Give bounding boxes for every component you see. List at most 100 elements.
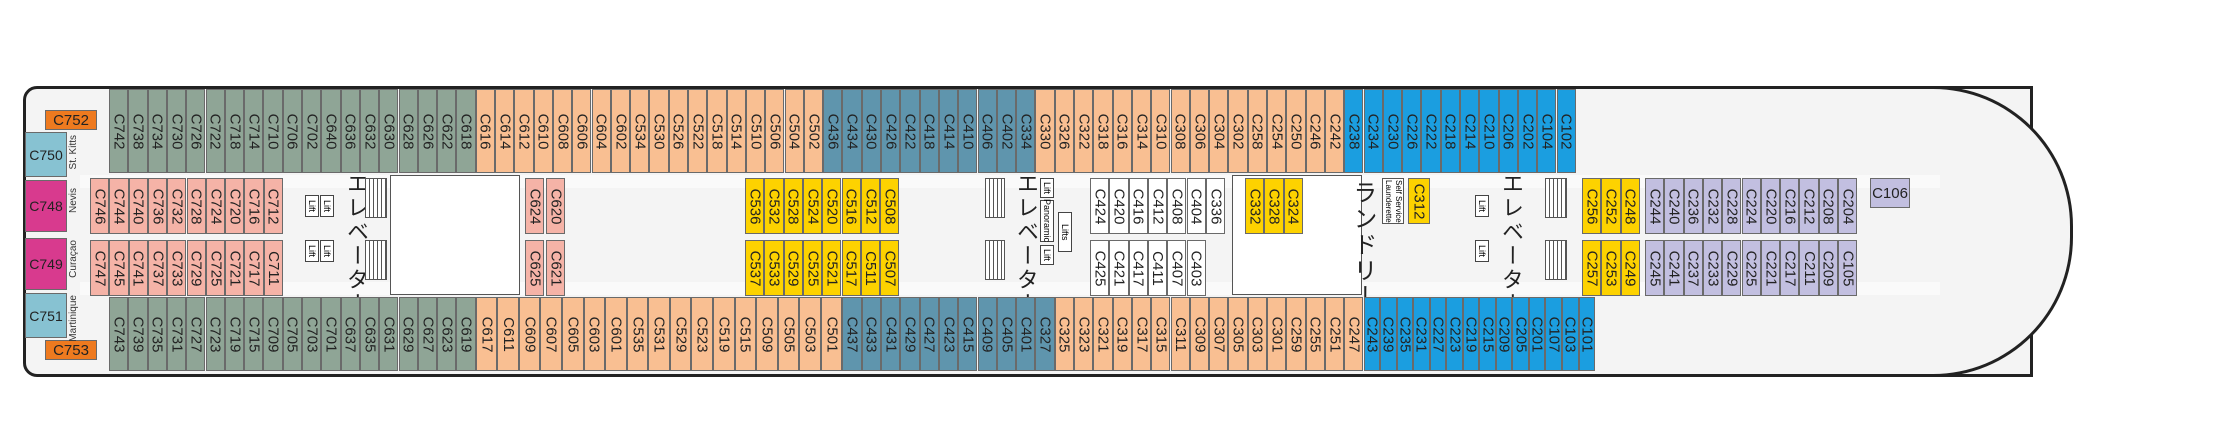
cabin-c325[interactable]: C325 [1054,297,1074,371]
cabin-c535[interactable]: C535 [626,297,649,371]
cabin-c249[interactable]: C249 [1620,240,1640,296]
cabin-c427[interactable]: C427 [919,297,939,371]
cabin-c328[interactable]: C328 [1264,178,1284,234]
cabin-c258[interactable]: C258 [1247,89,1267,173]
cabin-c717[interactable]: C717 [244,240,264,296]
cabin-c210[interactable]: C210 [1479,89,1499,173]
cabin-c524[interactable]: C524 [802,178,823,234]
cabin-c640[interactable]: C640 [321,89,341,173]
cabin-c721[interactable]: C721 [225,240,245,296]
cabin-c712[interactable]: C712 [263,178,283,234]
cabin-c749[interactable]: C749 [25,238,67,290]
cabin-c401[interactable]: C401 [1016,297,1036,371]
cabin-c601[interactable]: C601 [605,297,627,371]
cabin-c719[interactable]: C719 [224,297,245,371]
cabin-c407[interactable]: C407 [1167,240,1187,296]
cabin-c319[interactable]: C319 [1112,297,1132,371]
cabin-c101[interactable]: C101 [1578,297,1596,371]
cabin-c623[interactable]: C623 [437,297,457,371]
cabin-c609[interactable]: C609 [518,297,541,371]
cabin-c103[interactable]: C103 [1562,297,1579,371]
cabin-c437[interactable]: C437 [842,297,862,371]
cabin-c243[interactable]: C243 [1363,297,1381,371]
cabin-c245[interactable]: C245 [1645,240,1665,296]
cabin-c742[interactable]: C742 [109,89,129,173]
cabin-c256[interactable]: C256 [1582,178,1602,234]
cabin-c610[interactable]: C610 [533,89,553,173]
cabin-c505[interactable]: C505 [777,297,800,371]
cabin-c620[interactable]: C620 [546,178,566,234]
cabin-c724[interactable]: C724 [205,178,226,234]
cabin-c412[interactable]: C412 [1147,178,1168,234]
cabin-c605[interactable]: C605 [561,297,584,371]
cabin-c306[interactable]: C306 [1189,89,1210,173]
cabin-c624[interactable]: C624 [525,178,545,234]
cabin-c310[interactable]: C310 [1151,89,1171,173]
cabin-c336[interactable]: C336 [1205,178,1226,234]
cabin-c619[interactable]: C619 [456,297,476,371]
cabin-c740[interactable]: C740 [128,178,148,234]
cabin-c502[interactable]: C502 [803,89,824,173]
cabin-c736[interactable]: C736 [147,178,168,234]
cabin-c106[interactable]: C106 [1870,178,1910,208]
cabin-c248[interactable]: C248 [1620,178,1640,234]
cabin-c324[interactable]: C324 [1283,178,1303,234]
cabin-c628[interactable]: C628 [398,89,418,173]
cabin-c429[interactable]: C429 [900,297,920,371]
cabin-c739[interactable]: C739 [128,297,148,371]
cabin-c625[interactable]: C625 [525,240,545,296]
cabin-c509[interactable]: C509 [756,297,778,371]
cabin-c618[interactable]: C618 [456,89,476,173]
cabin-c421[interactable]: C421 [1109,240,1129,296]
cabin-c104[interactable]: C104 [1537,89,1557,173]
cabin-c604[interactable]: C604 [591,89,611,173]
cabin-c504[interactable]: C504 [784,89,804,173]
cabin-c102[interactable]: C102 [1556,89,1576,173]
cabin-c746[interactable]: C746 [90,178,110,234]
cabin-c725[interactable]: C725 [205,240,226,296]
cabin-c621[interactable]: C621 [546,240,566,296]
cabin-c416[interactable]: C416 [1128,178,1148,234]
cabin-c520[interactable]: C520 [822,178,842,234]
cabin-c305[interactable]: C305 [1228,297,1248,371]
cabin-c715[interactable]: C715 [244,297,264,371]
cabin-c637[interactable]: C637 [340,297,360,371]
cabin-c709[interactable]: C709 [263,297,283,371]
cabin-c752[interactable]: C752 [45,110,97,130]
cabin-c626[interactable]: C626 [417,89,438,173]
cabin-c737[interactable]: C737 [147,240,168,296]
cabin-c322[interactable]: C322 [1074,89,1094,173]
cabin-c730[interactable]: C730 [166,89,187,173]
cabin-c229[interactable]: C229 [1722,240,1742,296]
cabin-c214[interactable]: C214 [1460,89,1480,173]
cabin-c536[interactable]: C536 [745,178,765,234]
cabin-c252[interactable]: C252 [1601,178,1621,234]
cabin-c430[interactable]: C430 [861,89,881,173]
cabin-c309[interactable]: C309 [1189,297,1210,371]
cabin-c244[interactable]: C244 [1645,178,1665,234]
cabin-c508[interactable]: C508 [880,178,900,234]
cabin-c235[interactable]: C235 [1396,297,1414,371]
cabin-c417[interactable]: C417 [1128,240,1148,296]
cabin-c519[interactable]: C519 [712,297,735,371]
cabin-c514[interactable]: C514 [726,89,746,173]
cabin-c434[interactable]: C434 [842,89,862,173]
cabin-c512[interactable]: C512 [860,178,881,234]
cabin-c732[interactable]: C732 [167,178,187,234]
cabin-c517[interactable]: C517 [841,240,861,296]
cabin-c308[interactable]: C308 [1170,89,1190,173]
cabin-c218[interactable]: C218 [1440,89,1460,173]
cabin-c750[interactable]: C750 [25,132,67,177]
cabin-c230[interactable]: C230 [1382,89,1403,173]
cabin-c616[interactable]: C616 [475,89,495,173]
cabin-c317[interactable]: C317 [1131,297,1152,371]
cabin-c630[interactable]: C630 [379,89,399,173]
cabin-c433[interactable]: C433 [861,297,881,371]
cabin-c603[interactable]: C603 [583,297,606,371]
cabin-c411[interactable]: C411 [1147,240,1168,296]
cabin-c728[interactable]: C728 [186,178,206,234]
cabin-c743[interactable]: C743 [109,297,129,371]
cabin-c327[interactable]: C327 [1035,297,1055,371]
cabin-c307[interactable]: C307 [1209,297,1229,371]
cabin-c710[interactable]: C710 [263,89,283,173]
